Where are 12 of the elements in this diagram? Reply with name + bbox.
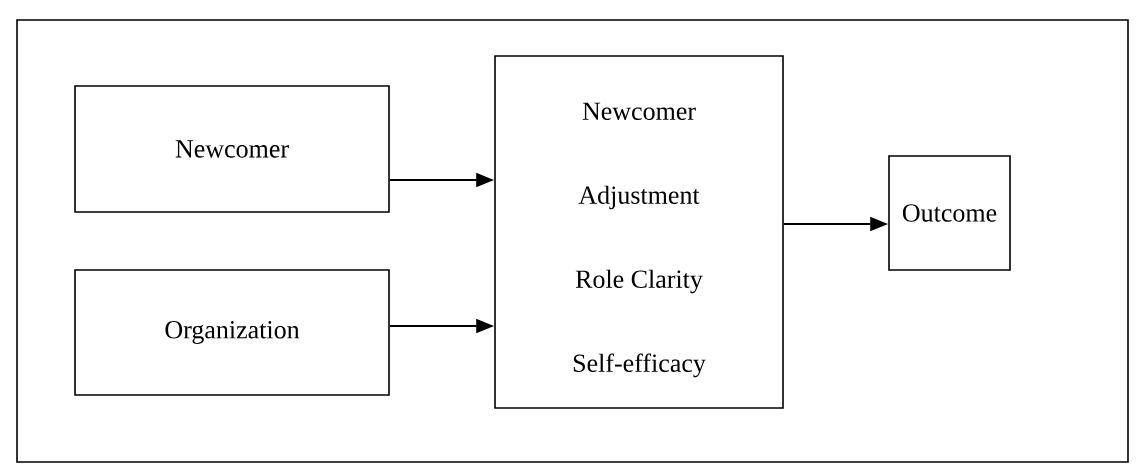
box-text: Organization — [165, 321, 300, 344]
box-text: Outcome — [902, 204, 997, 222]
box — [494, 55, 784, 409]
box — [888, 155, 1011, 271]
box-text: Newcomer Adjustment Role Clarity Self-efficacy — [573, 102, 706, 378]
box — [74, 269, 390, 396]
node-label: Newcomer — [582, 102, 696, 120]
node-label: Self-efficacy — [573, 353, 706, 378]
node-label: Role Clarity — [575, 269, 703, 294]
node-label: Adjustment — [578, 185, 700, 210]
box-text: Newcomer — [175, 140, 289, 158]
box — [74, 85, 390, 213]
